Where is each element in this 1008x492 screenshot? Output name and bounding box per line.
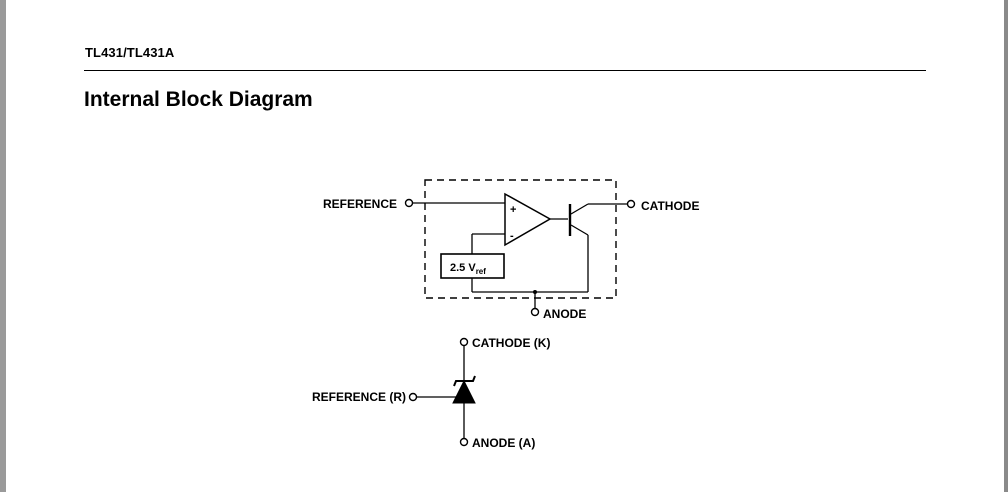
section-title: Internal Block Diagram bbox=[84, 88, 313, 111]
reference-label: REFERENCE bbox=[323, 197, 397, 211]
package-outline bbox=[424, 179, 617, 299]
shunt-regulator-triangle bbox=[452, 379, 476, 404]
op-amp-symbol bbox=[504, 192, 552, 247]
header-divider bbox=[84, 70, 926, 71]
vref-subscript: ref bbox=[476, 267, 487, 276]
vref-label: 2.5 Vref bbox=[450, 262, 486, 276]
schematic-symbol bbox=[408, 337, 476, 447]
right-page-border bbox=[1004, 0, 1008, 492]
minus-sign: - bbox=[510, 230, 514, 242]
internal-block-labels: REFERENCE CATHODE ANODE + - 2.5 Vref bbox=[323, 197, 699, 321]
transistor-collector bbox=[570, 203, 589, 215]
anode-label: ANODE bbox=[543, 307, 586, 321]
symbol-anode-pin bbox=[459, 437, 469, 447]
symbol-anode-label: ANODE (A) bbox=[472, 436, 535, 450]
symbol-cathode-label: CATHODE (K) bbox=[472, 336, 550, 350]
transistor-emitter bbox=[570, 224, 589, 236]
symbol-cathode-pin bbox=[459, 337, 469, 347]
schematic-symbol-labels: CATHODE (K) REFERENCE (R) ANODE (A) bbox=[312, 336, 550, 450]
vref-value: 2.5 V bbox=[450, 262, 476, 274]
plus-sign: + bbox=[510, 204, 516, 216]
reference-pin bbox=[404, 198, 414, 208]
cathode-label: CATHODE bbox=[641, 199, 699, 213]
part-number-header: TL431/TL431A bbox=[85, 45, 175, 60]
symbol-reference-pin bbox=[408, 392, 418, 402]
left-page-border bbox=[0, 0, 6, 492]
internal-block-diagram bbox=[404, 179, 636, 317]
cathode-pin bbox=[626, 199, 636, 209]
anode-pin bbox=[530, 307, 540, 317]
symbol-reference-label: REFERENCE (R) bbox=[312, 390, 406, 404]
